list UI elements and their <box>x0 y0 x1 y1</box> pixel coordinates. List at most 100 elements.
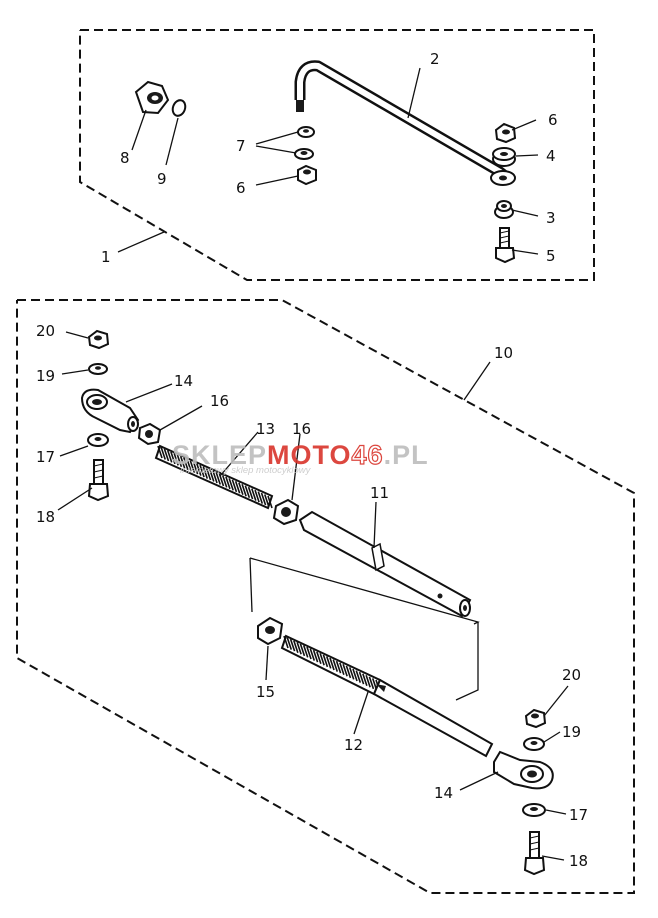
thread-hatch <box>234 481 241 494</box>
callout-7: 7 <box>236 137 246 155</box>
thread-hatch <box>212 470 218 484</box>
watermark-brand: SKLEPMOTO46.PL <box>172 440 429 470</box>
watermark-brand-c: 46 <box>352 440 384 470</box>
callout-14-lower: 14 <box>434 784 453 802</box>
callout-18-upper: 18 <box>36 508 55 526</box>
thread-hatch <box>163 448 170 462</box>
thread-hatch <box>205 467 212 481</box>
thread-hatch <box>309 648 316 661</box>
thread-hatch <box>225 476 231 490</box>
thread-hatch <box>209 469 215 482</box>
assembly-10-frame <box>16 299 635 894</box>
callout-17-upper: 17 <box>36 448 55 466</box>
thread-hatch <box>296 642 302 655</box>
part-13-threaded-rod <box>154 444 274 510</box>
callout-16-left: 16 <box>210 392 229 410</box>
thread-hatch <box>355 670 362 683</box>
callout-17-lower: 17 <box>569 806 588 824</box>
section-lines <box>249 557 480 701</box>
part-6-nut-right <box>494 122 517 144</box>
part-4-bushing <box>492 147 516 167</box>
thread-hatch <box>306 646 312 660</box>
thread-hatch <box>316 651 322 664</box>
thread-hatch <box>368 676 375 690</box>
thread-hatch <box>348 667 355 680</box>
part-16-nut-left <box>137 422 162 446</box>
callout-20-lower: 20 <box>562 666 581 684</box>
thread-hatch <box>189 460 196 473</box>
part-20-nut-upper <box>87 329 110 350</box>
thread-hatch <box>339 662 345 675</box>
thread-hatch <box>173 453 179 466</box>
thread-hatch <box>176 454 183 468</box>
thread-hatch <box>332 659 339 672</box>
thread-hatch <box>299 643 306 657</box>
part-7-washer-upper <box>297 126 315 138</box>
thread-hatch <box>312 649 319 663</box>
thread-hatch <box>183 457 189 471</box>
thread-hatch <box>329 657 335 671</box>
callout-16-right: 16 <box>292 420 311 438</box>
callout-10: 10 <box>494 344 513 362</box>
thread-hatch <box>192 461 199 475</box>
thread-hatch <box>342 664 348 677</box>
part-9-ring <box>171 99 187 117</box>
thread-hatch <box>358 671 365 685</box>
callout-11: 11 <box>370 484 389 502</box>
thread-hatch <box>215 472 221 485</box>
thread-hatch <box>244 485 251 498</box>
part-19-washer-lower <box>523 737 545 751</box>
callout-5: 5 <box>546 247 556 265</box>
thread-hatch <box>365 675 371 688</box>
assembly-1-frame <box>79 29 595 281</box>
thread-hatch <box>352 668 358 682</box>
watermark-brand-a: SKLEP <box>172 440 267 470</box>
thread-hatch <box>170 451 176 465</box>
thread-hatch <box>251 488 257 501</box>
thread-hatch <box>247 486 254 500</box>
part-2-rod <box>294 60 516 186</box>
thread-hatch <box>196 463 202 476</box>
thread-hatch <box>179 456 186 469</box>
thread-hatch <box>322 654 329 668</box>
callout-6-left: 6 <box>236 179 246 197</box>
thread-hatch <box>257 491 264 504</box>
thread-hatch <box>319 653 325 666</box>
callout-18-lower: 18 <box>569 852 588 870</box>
part-19-washer-upper <box>88 363 108 375</box>
callout-12: 12 <box>344 736 363 754</box>
callout-3: 3 <box>546 209 556 227</box>
thread-hatch <box>238 482 244 496</box>
part-18-bolt-upper <box>87 459 110 502</box>
part-3-collar <box>494 200 514 219</box>
thread-hatch <box>254 489 260 503</box>
callout-2: 2 <box>430 50 440 68</box>
callout-1: 1 <box>101 248 111 266</box>
watermark-brand-b: MOTO <box>267 440 352 470</box>
part-14-rod-end-lower <box>493 750 554 790</box>
part-6-nut-left <box>297 164 317 186</box>
part-20-nut-lower <box>524 708 547 729</box>
thread-hatch <box>283 635 289 649</box>
part-5-bolt <box>495 227 516 264</box>
part-15-nut <box>257 616 284 646</box>
thread-hatch <box>362 673 368 686</box>
thread-hatch <box>345 665 352 679</box>
thread-hatch <box>160 447 166 460</box>
part-16-nut-right <box>272 498 300 526</box>
callout-9: 9 <box>157 170 167 188</box>
callout-20-upper: 20 <box>36 322 55 340</box>
callout-8: 8 <box>120 149 130 167</box>
leader-lines <box>57 67 569 861</box>
thread-hatch <box>186 458 192 472</box>
thread-hatch <box>267 495 273 509</box>
callout-6-right: 6 <box>548 111 558 129</box>
thread-hatch <box>157 445 163 459</box>
watermark: SKLEPMOTO46.PL internetowy sklep motocyk… <box>172 439 429 476</box>
thread-hatch <box>166 450 173 463</box>
thread-hatch <box>260 492 267 506</box>
thread-hatch <box>228 478 234 491</box>
thread-hatch <box>199 464 205 478</box>
part-17-washer-lower <box>522 803 546 817</box>
